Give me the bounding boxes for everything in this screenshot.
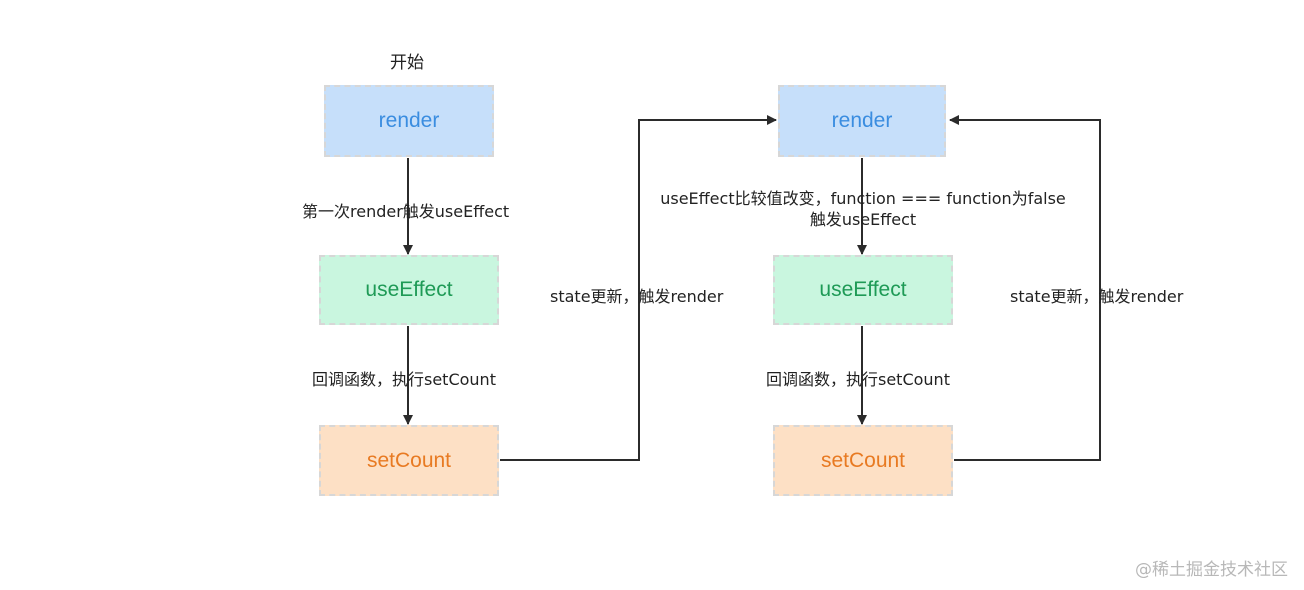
left-edge-useeffect-setcount-label: 回调函数，执行setCount (312, 370, 496, 389)
right-useeffect-node[interactable]: useEffect (773, 255, 953, 325)
right-edge-line2: 触发useEffect (809, 210, 917, 229)
right-edge-line1: useEffect比较值改变，function === function为fal… (660, 189, 1066, 208)
left-edge-state-update-label: state更新，触发render (550, 287, 724, 306)
left-useeffect-label: useEffect (365, 278, 453, 301)
left-setcount-label: setCount (366, 448, 452, 472)
watermark: @稀土掘金技术社区 (1135, 560, 1288, 580)
right-setcount-label: setCount (820, 448, 906, 472)
left-useeffect-node[interactable]: useEffect (319, 255, 499, 325)
right-useeffect-label: useEffect (819, 278, 907, 301)
arrow-right-setcount-to-right-render (949, 115, 1101, 461)
start-label: 开始 (390, 53, 424, 73)
left-setcount-node[interactable]: setCount (319, 425, 499, 496)
right-edge-useeffect-setcount-label: 回调函数，执行setCount (766, 370, 950, 389)
left-render-label: render (378, 109, 440, 132)
right-render-label: render (831, 109, 893, 132)
left-edge-render-useeffect-label: 第一次render触发useEffect (302, 202, 510, 221)
right-render-node[interactable]: render (778, 85, 946, 157)
arrow-left-setcount-to-right-render (500, 115, 777, 461)
left-render-node[interactable]: render (324, 85, 494, 157)
right-edge-render-useeffect-label: useEffect比较值改变，function === function为fal… (648, 188, 1078, 230)
right-setcount-node[interactable]: setCount (773, 425, 953, 496)
right-edge-state-update-label: state更新，触发render (1010, 287, 1184, 306)
